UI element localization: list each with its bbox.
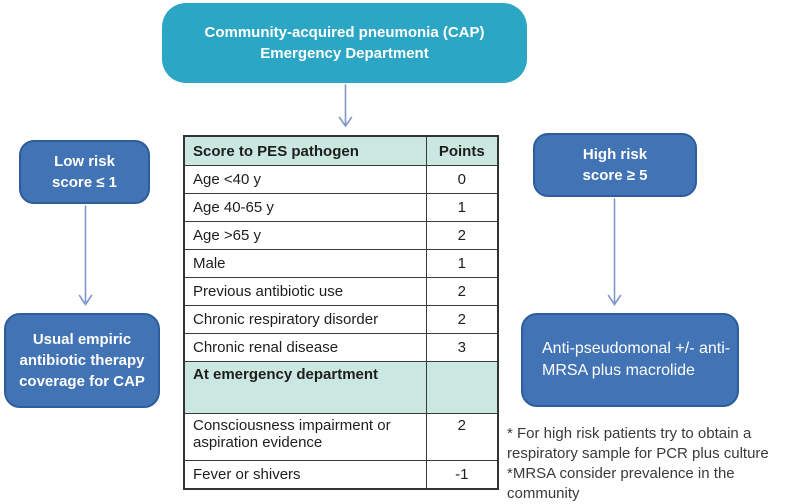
low-outcome-line-3: coverage for CAP xyxy=(19,373,145,390)
arrow-lowrisk-to-outcome xyxy=(78,205,93,306)
criterion-cell: Previous antibiotic use xyxy=(183,277,427,306)
points-cell: 2 xyxy=(425,305,499,334)
table-row: Chronic respiratory disorder 2 xyxy=(183,305,499,334)
title-line-2: Emergency Department xyxy=(260,45,429,62)
low-risk-line-2: score ≤ 1 xyxy=(52,174,117,191)
table-row: Previous antibiotic use 2 xyxy=(183,277,499,306)
section-header-cell: At emergency department xyxy=(183,361,427,414)
header-points: Points xyxy=(425,135,499,166)
high-risk-outcome-box: Anti-pseudomonal +/- anti- MRSA plus mac… xyxy=(521,313,739,407)
criterion-cell: Male xyxy=(183,249,427,278)
footnote-line-3: *MRSA consider prevalence in the xyxy=(507,465,735,482)
points-cell: 3 xyxy=(425,333,499,362)
table-row: Age >65 y 2 xyxy=(183,221,499,250)
criterion-cell: Age <40 y xyxy=(183,165,427,194)
low-risk-outcome-box: Usual empiric antibiotic therapy coverag… xyxy=(4,313,160,408)
points-cell: 0 xyxy=(425,165,499,194)
criterion-cell: Age 40-65 y xyxy=(183,193,427,222)
table-row: Male 1 xyxy=(183,249,499,278)
points-cell: 1 xyxy=(425,249,499,278)
arrow-highrisk-to-outcome xyxy=(607,198,622,306)
table-row: Age <40 y 0 xyxy=(183,165,499,194)
arrow-title-to-table xyxy=(338,84,353,128)
pes-score-table: Score to PES pathogen Points Age <40 y 0… xyxy=(183,135,499,490)
low-risk-box: Low risk score ≤ 1 xyxy=(19,140,150,204)
low-outcome-line-1: Usual empiric xyxy=(32,331,132,348)
criterion-cell: Chronic respiratory disorder xyxy=(183,305,427,334)
header-criterion: Score to PES pathogen xyxy=(183,135,427,166)
footnote-line-2: respiratory sample for PCR plus culture xyxy=(507,445,769,462)
table-row: Chronic renal disease 3 xyxy=(183,333,499,362)
table-row: Fever or shivers -1 xyxy=(183,460,499,490)
criterion-cell: Age >65 y xyxy=(183,221,427,250)
footnote-line-1: * For high risk patients try to obtain a xyxy=(507,425,752,442)
criterion-cell: Fever or shivers xyxy=(183,460,427,490)
table-header-row: Score to PES pathogen Points xyxy=(183,135,499,166)
criterion-cell: Chronic renal disease xyxy=(183,333,427,362)
low-outcome-line-2: antibiotic therapy xyxy=(19,352,145,369)
high-outcome-line-2: MRSA plus macrolide xyxy=(542,362,695,379)
footnote: * For high risk patients try to obtain a… xyxy=(507,424,783,504)
high-outcome-line-1: Anti-pseudomonal +/- anti- xyxy=(542,340,731,357)
high-risk-line-1: High risk xyxy=(582,146,648,163)
title-box: Community-acquired pneumonia (CAP) Emerg… xyxy=(162,3,527,83)
table-section-header-row: At emergency department xyxy=(183,361,499,414)
table-row: Consciousness impairment or aspiration e… xyxy=(183,413,499,461)
criterion-cell: Consciousness impairment or aspiration e… xyxy=(183,413,427,461)
section-header-empty-cell xyxy=(425,361,499,414)
high-risk-line-2: score ≥ 5 xyxy=(582,167,648,184)
footnote-line-4: community xyxy=(507,485,580,502)
low-risk-line-1: Low risk xyxy=(54,153,115,170)
points-cell: 2 xyxy=(425,277,499,306)
points-cell: 1 xyxy=(425,193,499,222)
high-risk-box: High risk score ≥ 5 xyxy=(533,133,697,197)
table-row: Age 40-65 y 1 xyxy=(183,193,499,222)
points-cell: 2 xyxy=(425,413,499,461)
title-line-1: Community-acquired pneumonia (CAP) xyxy=(204,24,485,41)
points-cell: -1 xyxy=(425,460,499,490)
points-cell: 2 xyxy=(425,221,499,250)
